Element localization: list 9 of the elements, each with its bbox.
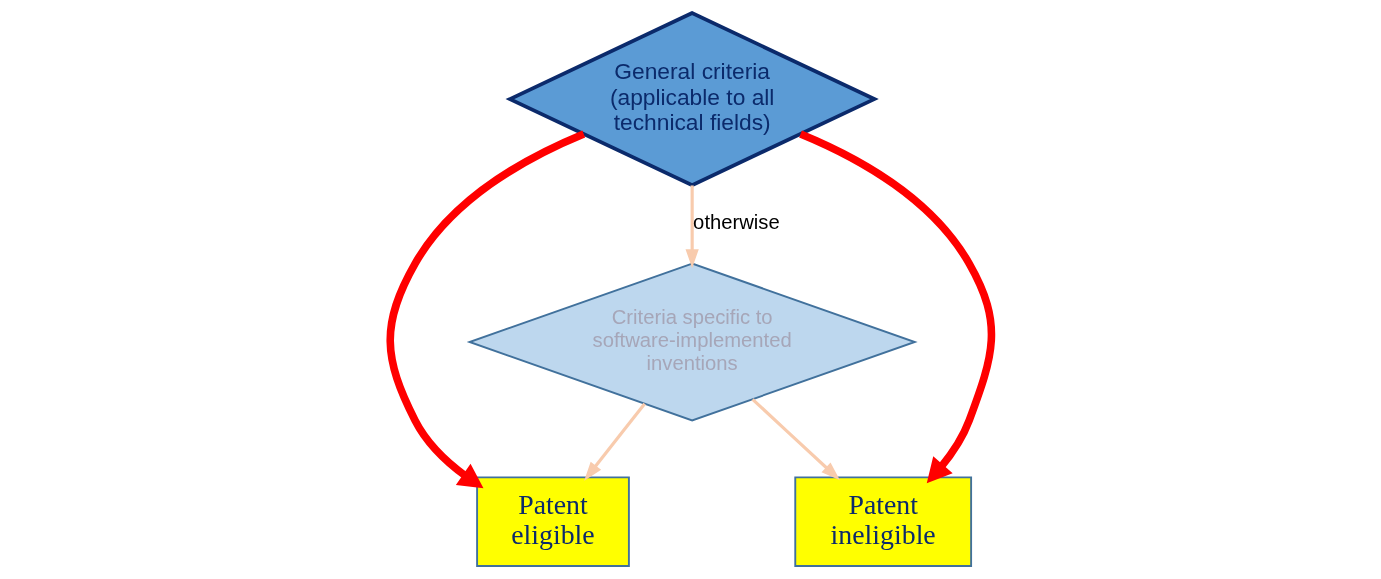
arrow [685, 185, 699, 269]
edge-label: otherwise [692, 211, 780, 234]
node-box: Patent eligible [475, 476, 630, 567]
node-diamond: General criteria (applicable to all technical fields) [505, 10, 879, 188]
arrow [583, 402, 646, 481]
arrow [751, 398, 840, 481]
node-box: Patent ineligible [793, 476, 972, 567]
arrow [798, 130, 995, 484]
arrow [385, 130, 585, 489]
